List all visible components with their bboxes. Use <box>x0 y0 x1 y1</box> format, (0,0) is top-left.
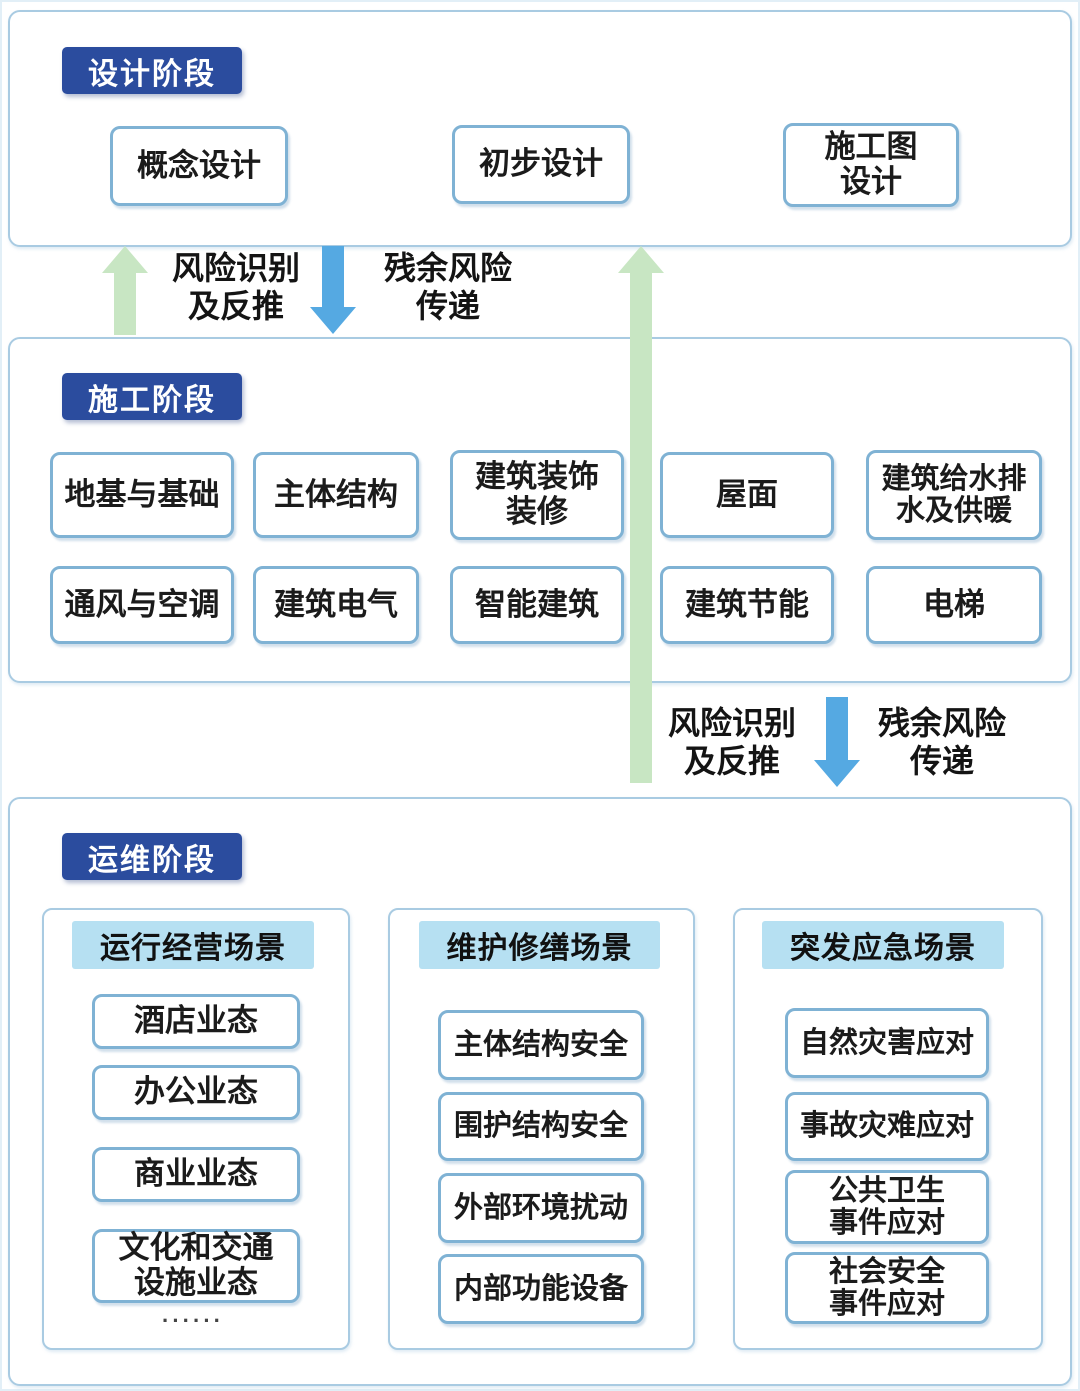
emergency-item-public-health: 公共卫生 事件应对 <box>785 1170 989 1244</box>
construction-box-water-heating: 建筑给水排 水及供暖 <box>866 450 1042 540</box>
construction-box-intelligent-building: 智能建筑 <box>450 566 624 644</box>
emergency-item-accident-disaster: 事故灾难应对 <box>785 1092 989 1161</box>
business-item-commercial: 商业业态 <box>92 1147 300 1202</box>
construction-box-decoration: 建筑装饰 装修 <box>450 450 624 540</box>
emergency-item-social-security: 社会安全 事件应对 <box>785 1252 989 1324</box>
residual-risk-arrow-down-2 <box>814 697 860 787</box>
business-item-office: 办公业态 <box>92 1065 300 1120</box>
maintenance-item-external-environment: 外部环境扰动 <box>438 1173 644 1243</box>
blue-arrowhead-icon <box>814 760 860 787</box>
emergency-scenario-header: 突发应急场景 <box>762 921 1004 969</box>
construction-box-ventilation: 通风与空调 <box>50 566 234 644</box>
design-box-preliminary: 初步设计 <box>452 125 630 204</box>
emergency-item-natural-disaster: 自然灾害应对 <box>785 1008 989 1078</box>
risk-feedback-arrow-up-1 <box>102 246 148 335</box>
construction-box-main-structure: 主体结构 <box>253 452 419 538</box>
blue-arrow-shaft <box>826 697 848 760</box>
construction-box-foundation: 地基与基础 <box>50 452 234 538</box>
maintenance-item-internal-equipment: 内部功能设备 <box>438 1254 644 1324</box>
maintenance-item-envelope: 围护结构安全 <box>438 1092 644 1161</box>
business-item-culture-transport: 文化和交通 设施业态 <box>92 1229 300 1303</box>
green-arrowhead-icon <box>102 246 148 273</box>
construction-box-roof: 屋面 <box>660 452 834 538</box>
maintenance-item-main-structure: 主体结构安全 <box>438 1010 644 1080</box>
residual-risk-label-1: 残余风险 传递 <box>383 250 512 324</box>
design-box-concept: 概念设计 <box>110 126 288 206</box>
risk-feedback-arrow-up-2 <box>618 246 664 783</box>
green-arrowhead-icon <box>618 246 664 273</box>
blue-arrowhead-icon <box>310 307 356 334</box>
construction-box-energy-saving: 建筑节能 <box>660 566 834 644</box>
maintenance-scenario-header: 维护修缮场景 <box>419 921 660 969</box>
risk-feedback-label-1: 风险识别 及反推 <box>171 250 300 324</box>
business-scenario-header: 运行经营场景 <box>72 921 314 969</box>
construction-box-electrical: 建筑电气 <box>253 566 419 644</box>
blue-arrow-shaft <box>322 246 344 307</box>
operations-phase-header: 运维阶段 <box>62 833 242 880</box>
green-arrow-shaft <box>114 273 136 335</box>
green-arrow-shaft <box>630 273 652 783</box>
risk-feedback-label-2: 风险识别 及反推 <box>667 705 796 779</box>
business-items-ellipsis: ······ <box>162 1308 224 1333</box>
design-box-construction-drawing: 施工图 设计 <box>783 123 959 207</box>
design-phase-header: 设计阶段 <box>62 47 242 94</box>
construction-box-elevator: 电梯 <box>866 566 1042 644</box>
business-item-hotel: 酒店业态 <box>92 994 300 1049</box>
residual-risk-label-2: 残余风险 传递 <box>877 705 1006 779</box>
residual-risk-arrow-down-1 <box>310 246 356 334</box>
construction-phase-header: 施工阶段 <box>62 373 242 420</box>
